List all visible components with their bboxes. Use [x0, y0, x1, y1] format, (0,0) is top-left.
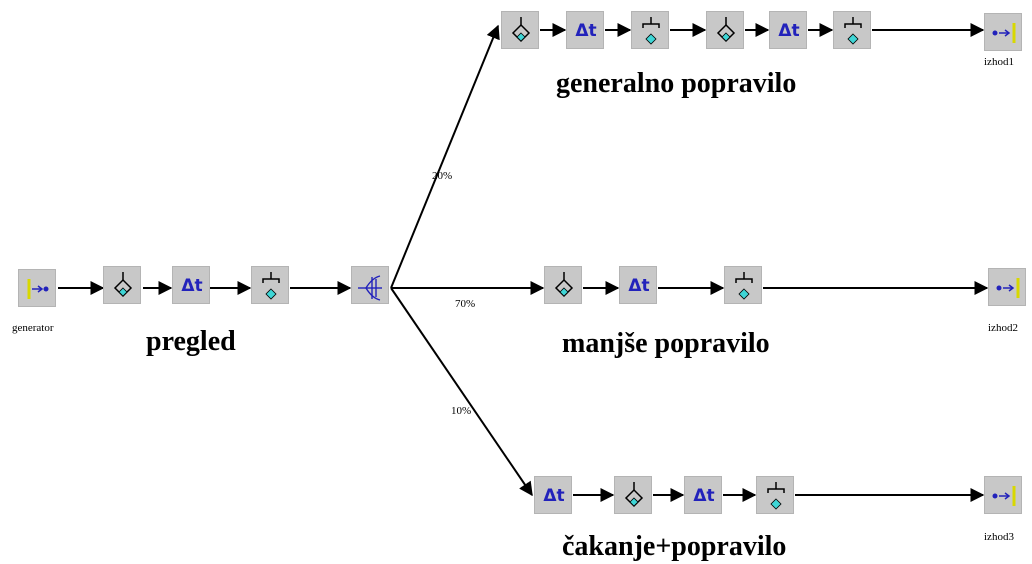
server-diamond-icon — [735, 272, 753, 300]
delay-node[interactable]: Δt — [172, 266, 210, 304]
delta-t-icon: Δt — [543, 486, 565, 506]
sink-icon — [996, 278, 1020, 298]
izhod3-label: izhod3 — [984, 531, 1014, 543]
queue-node[interactable] — [544, 266, 582, 304]
server-diamond-icon — [844, 17, 862, 45]
source-icon — [27, 279, 49, 299]
branch-middle-percent: 70% — [455, 298, 476, 310]
sink-icon — [992, 23, 1016, 43]
pregled-label: pregled — [146, 326, 236, 357]
queue-node[interactable] — [103, 266, 141, 304]
server-node[interactable] — [251, 266, 289, 304]
branch-bottom-percent: 10% — [451, 405, 472, 417]
generalno-label: generalno popravilo — [556, 68, 797, 99]
server-diamond-icon — [642, 17, 660, 45]
generator-node[interactable] — [18, 269, 56, 307]
queue-diamond-icon — [113, 272, 133, 298]
queue-diamond-icon — [511, 17, 531, 43]
queue-diamond-icon — [624, 482, 644, 508]
server-node[interactable] — [756, 476, 794, 514]
server-diamond-icon — [262, 272, 280, 300]
izhod2-label: izhod2 — [988, 322, 1018, 334]
delta-t-icon: Δt — [628, 276, 650, 296]
queue-node[interactable] — [614, 476, 652, 514]
queue-diamond-icon — [554, 272, 574, 298]
server-node[interactable] — [724, 266, 762, 304]
delta-t-icon: Δt — [575, 21, 597, 41]
cakanje-label: čakanje+popravilo — [562, 531, 787, 562]
splitter-icon — [358, 275, 382, 301]
delay-node[interactable]: Δt — [619, 266, 657, 304]
delta-t-icon: Δt — [693, 486, 715, 506]
queue-node[interactable] — [501, 11, 539, 49]
sink-node[interactable] — [984, 13, 1022, 51]
sink-node[interactable] — [988, 268, 1026, 306]
delay-node[interactable]: Δt — [769, 11, 807, 49]
queue-diamond-icon — [716, 17, 736, 43]
sink-icon — [992, 486, 1016, 506]
branch-top — [390, 24, 500, 289]
delay-node[interactable]: Δt — [534, 476, 572, 514]
izhod1-label: izhod1 — [984, 56, 1014, 68]
server-node[interactable] — [631, 11, 669, 49]
sink-node[interactable] — [984, 476, 1022, 514]
delay-node[interactable]: Δt — [566, 11, 604, 49]
server-diamond-icon — [767, 482, 785, 510]
branch-top-percent: 20% — [432, 170, 453, 182]
generator-label: generator — [12, 322, 54, 334]
manjse-label: manjše popravilo — [562, 328, 770, 359]
delta-t-icon: Δt — [181, 276, 203, 296]
server-node[interactable] — [833, 11, 871, 49]
splitter-node[interactable] — [351, 266, 389, 304]
delay-node[interactable]: Δt — [684, 476, 722, 514]
delta-t-icon: Δt — [778, 21, 800, 41]
branch-bottom — [390, 287, 533, 497]
queue-node[interactable] — [706, 11, 744, 49]
